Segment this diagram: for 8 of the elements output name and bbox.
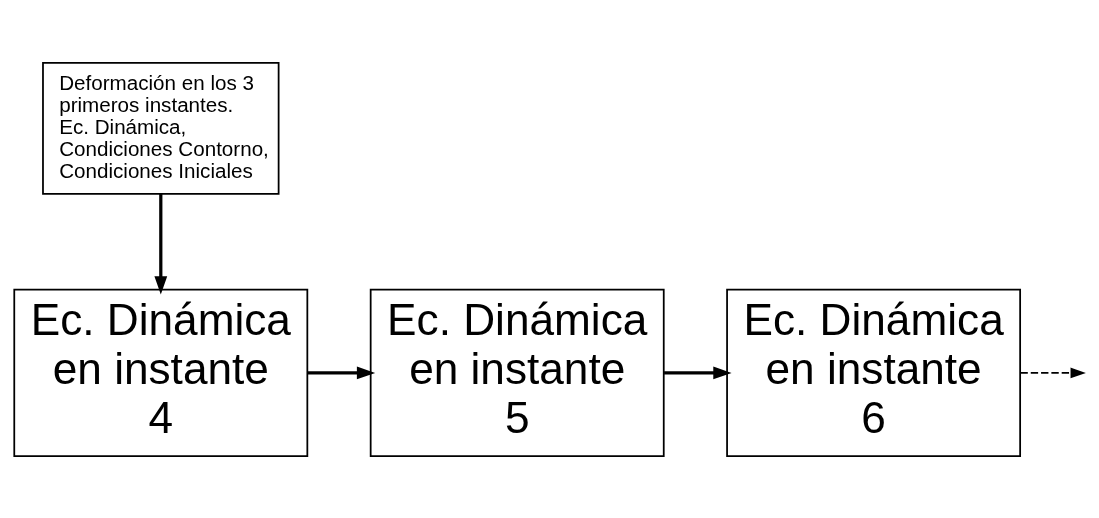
- arrow: [154, 193, 168, 295]
- arrow: [664, 366, 732, 379]
- node-box: Ec. Dinámica en instante 4: [13, 288, 309, 457]
- node-box: Ec. Dinámica en instante 5: [369, 288, 665, 457]
- arrow: [307, 366, 376, 379]
- arrow: [1019, 367, 1086, 378]
- node-box: Deformación en los 3 primeros instantes. Ec. Dinámica, Condiciones Contorno, Condiciones Iniciales: [42, 61, 280, 195]
- node-box: Ec. Dinámica en instante 6: [726, 288, 1022, 457]
